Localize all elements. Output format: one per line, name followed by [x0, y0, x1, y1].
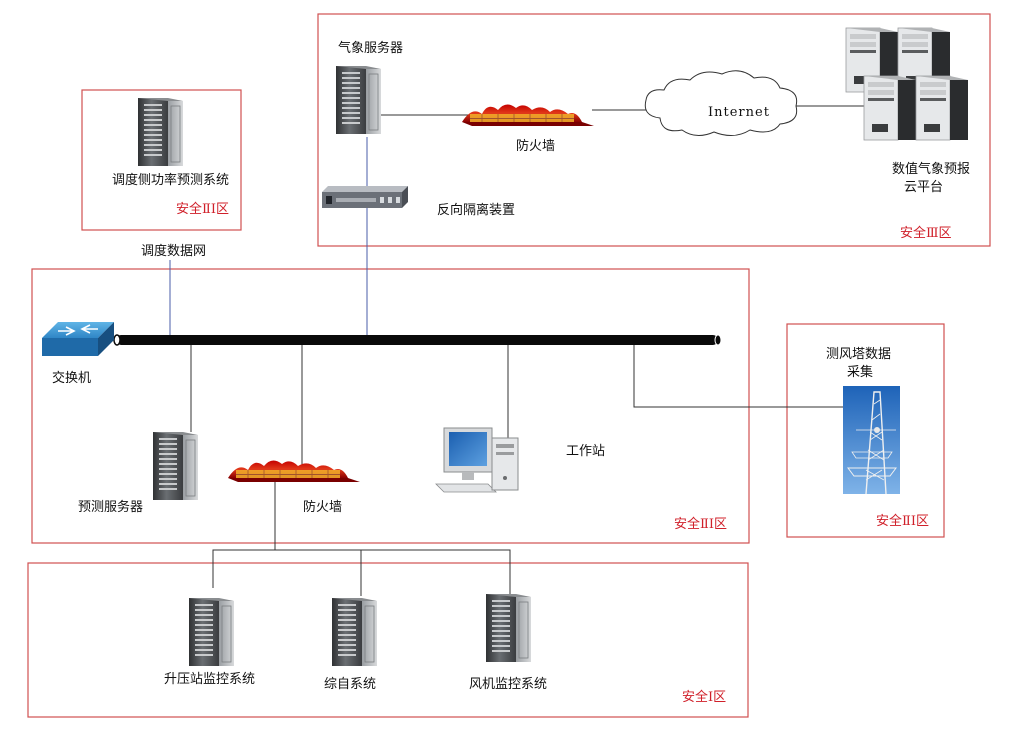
- firewall-mid-icon: [227, 459, 361, 483]
- integrated-auto-label: 综自系统: [324, 677, 376, 692]
- zone-label-main: 安全ⅡⅠ区: [674, 516, 727, 532]
- nwp-cloud-platform-icon: [845, 27, 969, 141]
- nwp-cloud-platform-label-line2: 云平台: [904, 180, 943, 195]
- zone-label-control: 安全Ⅰ区: [682, 689, 726, 705]
- zone-box-weather: [317, 13, 991, 247]
- firewall-top-icon: [461, 103, 595, 127]
- network-bus: [113, 334, 722, 346]
- internet-label: Internet: [708, 105, 770, 120]
- zone-box-main: [31, 268, 750, 544]
- zone-label-tower: 安全ⅡⅠ区: [876, 513, 929, 529]
- reverse-isolation-device-icon: [322, 186, 408, 208]
- link-bus-tower: [633, 344, 846, 408]
- turbine-monitor-label: 风机监控系统: [469, 677, 547, 692]
- firewall-top-label: 防火墙: [516, 138, 555, 154]
- dispatch-network-label: 调度数据网: [141, 243, 206, 259]
- forecast-server-icon: [152, 431, 199, 501]
- integrated-auto-server-icon: [331, 597, 378, 667]
- tower-label-line1: 测风塔数据: [826, 347, 891, 362]
- dispatch-system-label: 调度侧功率预测系统: [112, 172, 229, 188]
- internet-cloud-icon: [644, 70, 798, 136]
- met-tower-photo: [843, 386, 900, 495]
- firewall-mid-label: 防火墙: [303, 499, 342, 515]
- zone-box-dispatch: [81, 89, 242, 231]
- zone-box-tower: [786, 323, 945, 538]
- reverse-isolation-label: 反向隔离装置: [437, 202, 515, 218]
- workstation-icon: [435, 427, 519, 493]
- dispatch-server-icon: [137, 97, 184, 167]
- forecast-server-label: 预测服务器: [78, 499, 143, 515]
- tower-label-line2: 采集: [847, 364, 873, 380]
- turbine-monitor-server-icon: [485, 593, 532, 663]
- switch-label: 交换机: [52, 370, 91, 386]
- zone-label-dispatch: 安全ⅡⅠ区: [176, 201, 229, 217]
- booster-station-label: 升压站监控系统: [164, 672, 255, 687]
- nwp-cloud-platform-label-line1: 数值气象预报: [892, 161, 970, 177]
- switch-icon: [42, 322, 114, 356]
- weather-server-label: 气象服务器: [338, 40, 403, 56]
- zone-label-weather: 安全Ⅲ区: [900, 225, 952, 241]
- weather-server-icon: [335, 65, 382, 135]
- booster-station-server-icon: [188, 597, 235, 667]
- workstation-label: 工作站: [566, 444, 605, 459]
- zone-box-control: [27, 562, 749, 718]
